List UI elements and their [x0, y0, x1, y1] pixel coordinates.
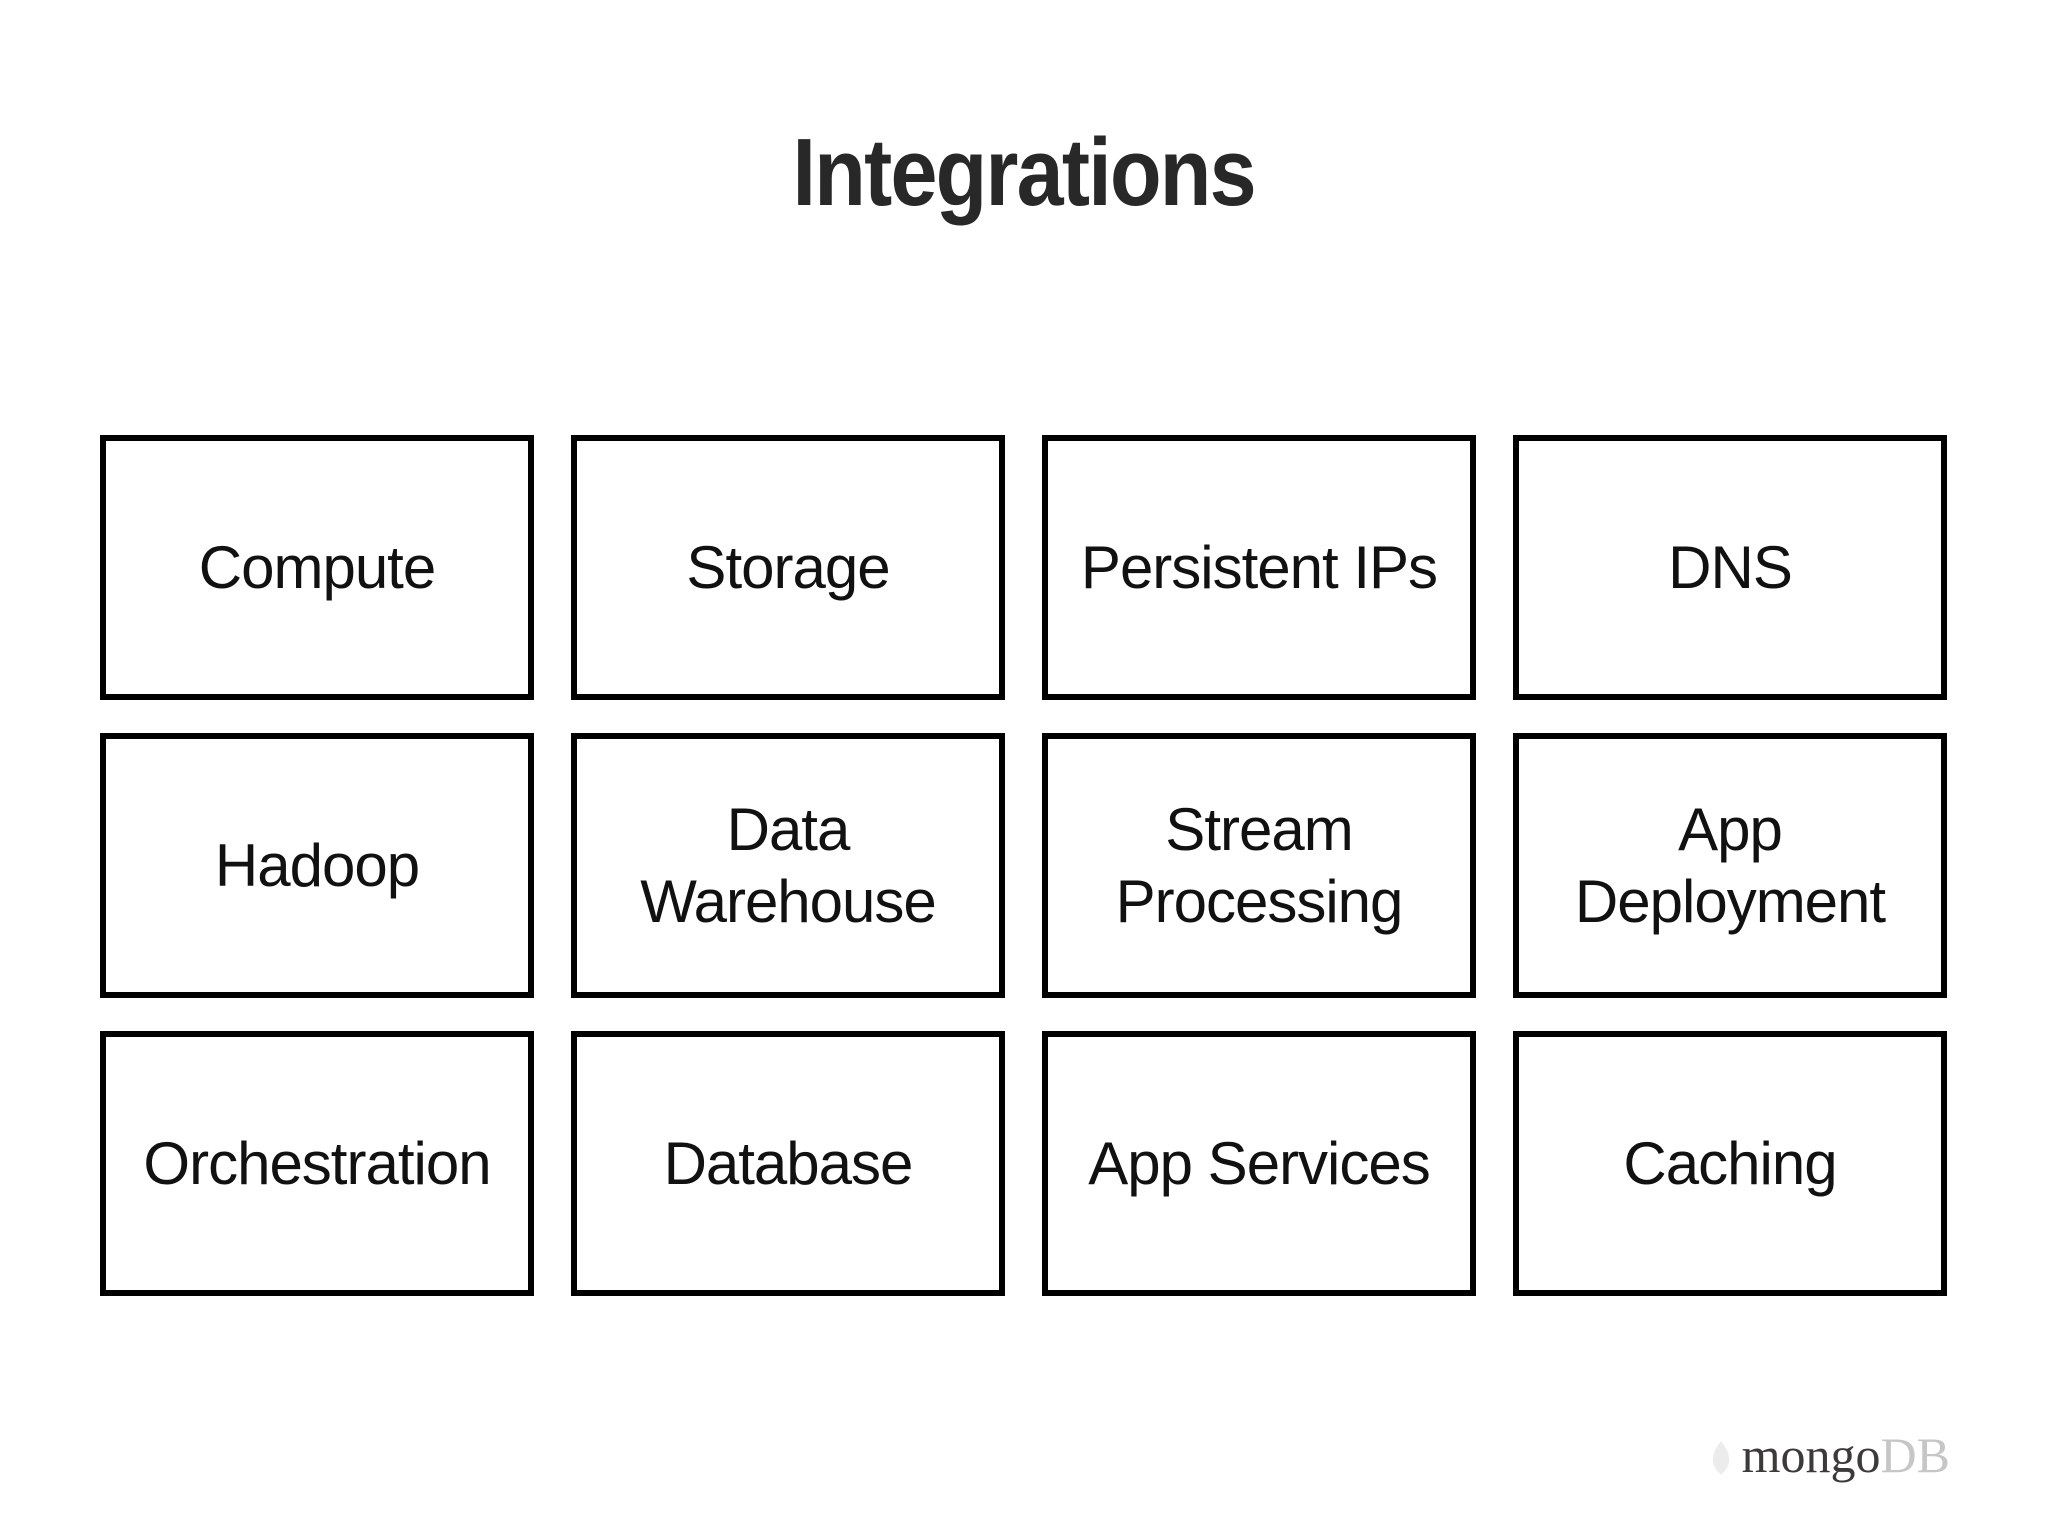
integrations-grid: Compute Storage Persistent IPs DNS Hadoo…	[100, 435, 1948, 1296]
integration-label: Stream Processing	[1115, 795, 1404, 935]
integration-box-data-warehouse: Data Warehouse	[571, 733, 1005, 998]
integration-box-app-services: App Services	[1042, 1031, 1476, 1296]
slide-title: Integrations	[0, 118, 2048, 228]
integration-label: Data Warehouse	[640, 795, 937, 935]
integration-label: Storage	[686, 533, 890, 601]
integration-box-orchestration: Orchestration	[100, 1031, 534, 1296]
integration-label: Orchestration	[143, 1129, 491, 1197]
integration-box-dns: DNS	[1513, 435, 1947, 700]
mongodb-leaf-icon	[1712, 1441, 1729, 1476]
integration-label: App Deployment	[1574, 795, 1886, 935]
integration-box-app-deployment: App Deployment	[1513, 733, 1947, 998]
integration-box-hadoop: Hadoop	[100, 733, 534, 998]
integration-box-storage: Storage	[571, 435, 1005, 700]
integration-label: DNS	[1668, 533, 1793, 601]
integration-box-compute: Compute	[100, 435, 534, 700]
slide-title-text: Integrations	[792, 119, 1257, 226]
integration-label: Persistent IPs	[1080, 533, 1438, 601]
integration-box-persistent-ips: Persistent IPs	[1042, 435, 1476, 700]
integration-box-database: Database	[571, 1031, 1005, 1296]
integration-label: Hadoop	[214, 831, 420, 899]
brand-text-db: DB	[1880, 1427, 1950, 1483]
brand-text-mongo: mongo	[1741, 1427, 1881, 1483]
integration-label: Compute	[198, 533, 436, 601]
integration-label: Caching	[1623, 1129, 1837, 1197]
integration-label: Database	[663, 1129, 914, 1197]
integration-label: App Services	[1088, 1129, 1430, 1197]
integration-box-caching: Caching	[1513, 1031, 1947, 1296]
integration-box-stream-processing: Stream Processing	[1042, 733, 1476, 998]
